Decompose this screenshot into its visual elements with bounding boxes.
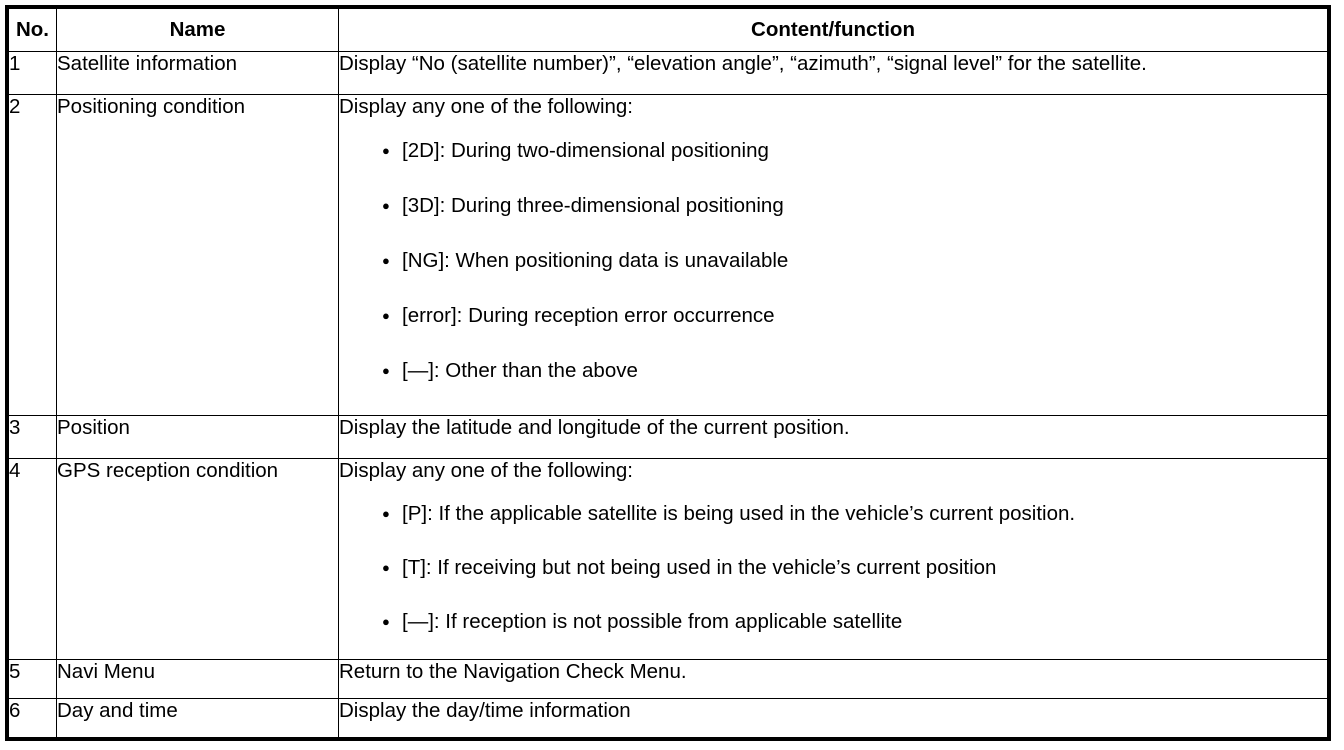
- row-content: Display any one of the following: [2D]: …: [338, 94, 1328, 416]
- table-header-row: No. Name Content/function: [8, 8, 1328, 52]
- row-name: Position: [56, 414, 339, 459]
- list-item: [P]: If the applicable satellite is bein…: [339, 487, 1327, 541]
- row-number: 5: [8, 659, 57, 699]
- table-row: 5 Navi Menu Return to the Navigation Che…: [8, 659, 1328, 699]
- row-number: 4: [8, 457, 57, 661]
- table-body: 1 Satellite information Display “No (sat…: [8, 51, 1328, 738]
- spec-table-container: No. Name Content/function 1 Satellite in…: [5, 5, 1331, 741]
- list-item: [—]: If reception is not possible from a…: [339, 595, 1327, 649]
- list-item: [—]: Other than the above: [339, 343, 1327, 398]
- list-item: [T]: If receiving but not being used in …: [339, 541, 1327, 595]
- content-bullet-list: [2D]: During two-dimensional positioning…: [339, 123, 1327, 398]
- row-content: Return to the Navigation Check Menu.: [338, 659, 1328, 699]
- list-item: [3D]: During three-dimensional positioni…: [339, 178, 1327, 233]
- row-number: 2: [8, 94, 57, 416]
- row-content: Display “No (satellite number)”, “elevat…: [338, 51, 1328, 95]
- row-content: Display the day/time information: [338, 698, 1328, 738]
- row-content: Display any one of the following: [P]: I…: [338, 457, 1328, 661]
- row-number: 6: [8, 698, 57, 738]
- table-row: 6 Day and time Display the day/time info…: [8, 698, 1328, 738]
- table-row: 2 Positioning condition Display any one …: [8, 94, 1328, 416]
- content-intro: Display any one of the following:: [339, 95, 634, 118]
- column-header-no: No.: [8, 8, 57, 52]
- row-name: GPS reception condition: [56, 457, 339, 661]
- row-number: 1: [8, 51, 57, 95]
- content-bullet-list: [P]: If the applicable satellite is bein…: [339, 487, 1327, 649]
- row-name: Satellite information: [56, 51, 339, 95]
- spec-table: No. Name Content/function 1 Satellite in…: [8, 8, 1328, 738]
- row-name: Positioning condition: [56, 94, 339, 416]
- table-row: 3 Position Display the latitude and long…: [8, 414, 1328, 459]
- table-header: No. Name Content/function: [8, 8, 1328, 52]
- table-row: 1 Satellite information Display “No (sat…: [8, 51, 1328, 95]
- row-name: Navi Menu: [56, 659, 339, 699]
- table-row: 4 GPS reception condition Display any on…: [8, 457, 1328, 661]
- row-number: 3: [8, 414, 57, 459]
- row-name: Day and time: [56, 698, 339, 738]
- row-content: Display the latitude and longitude of th…: [338, 414, 1328, 459]
- list-item: [2D]: During two-dimensional positioning: [339, 123, 1327, 178]
- list-item: [error]: During reception error occurren…: [339, 288, 1327, 343]
- content-intro: Display any one of the following:: [339, 458, 634, 482]
- list-item: [NG]: When positioning data is unavailab…: [339, 233, 1327, 288]
- column-header-name: Name: [56, 8, 339, 52]
- column-header-content: Content/function: [338, 8, 1328, 52]
